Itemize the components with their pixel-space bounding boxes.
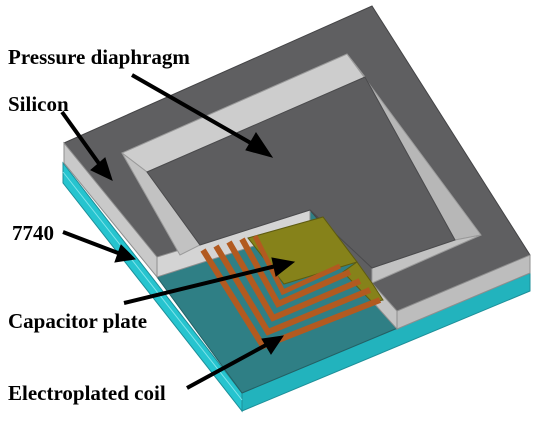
pressure-diaphragm-floor bbox=[146, 76, 456, 269]
arrow-pressure-diaphragm bbox=[131, 73, 257, 148]
glass-substrate bbox=[62, 161, 531, 413]
label-7740: 7740 bbox=[12, 221, 54, 245]
label-electroplated-coil: Electroplated coil bbox=[8, 381, 166, 405]
coil-trace-3 bbox=[226, 240, 362, 322]
label-silicon: Silicon bbox=[8, 92, 69, 116]
silicon-layer bbox=[63, 5, 531, 331]
coil-trace-5 bbox=[252, 234, 342, 296]
arrow-electroplated-coil bbox=[186, 343, 267, 390]
label-capacitor-plate: Capacitor plate bbox=[8, 309, 147, 333]
arrow-silicon bbox=[60, 110, 102, 167]
coil-trace-4 bbox=[239, 237, 352, 308]
arrow-capacitor-plate bbox=[123, 264, 277, 305]
arrow-7740 bbox=[62, 230, 119, 255]
pointer-arrows bbox=[60, 73, 296, 390]
label-pressure-diaphragm: Pressure diaphragm bbox=[8, 45, 190, 69]
